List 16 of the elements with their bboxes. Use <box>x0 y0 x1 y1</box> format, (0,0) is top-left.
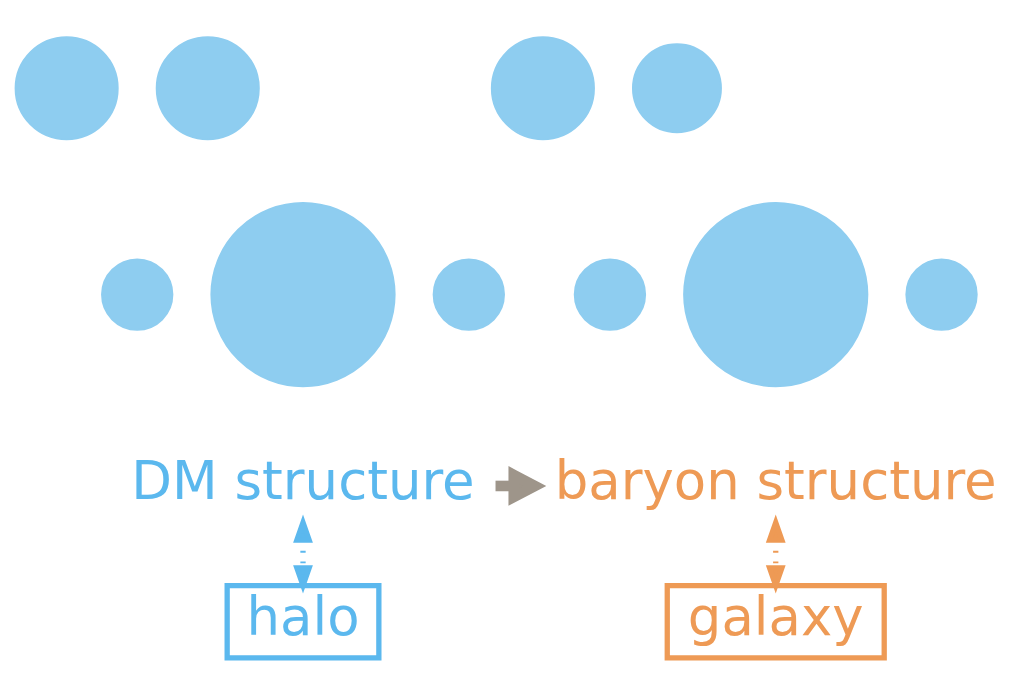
node-circle <box>210 202 396 388</box>
node-circle <box>632 43 722 134</box>
node-circle <box>905 258 978 331</box>
node-circle <box>155 36 260 141</box>
arrow <box>293 514 313 594</box>
node-circle <box>573 258 647 331</box>
node-circle <box>683 202 869 388</box>
node-text: baryon structure <box>554 450 997 512</box>
node-box: halo <box>224 583 382 661</box>
node-circle <box>14 36 119 141</box>
node-box: galaxy <box>664 583 887 661</box>
node-circle <box>432 258 505 331</box>
arrow <box>765 514 786 594</box>
node-text: DM structure <box>131 450 475 512</box>
node-circle <box>101 258 174 331</box>
node-circle <box>490 36 595 141</box>
